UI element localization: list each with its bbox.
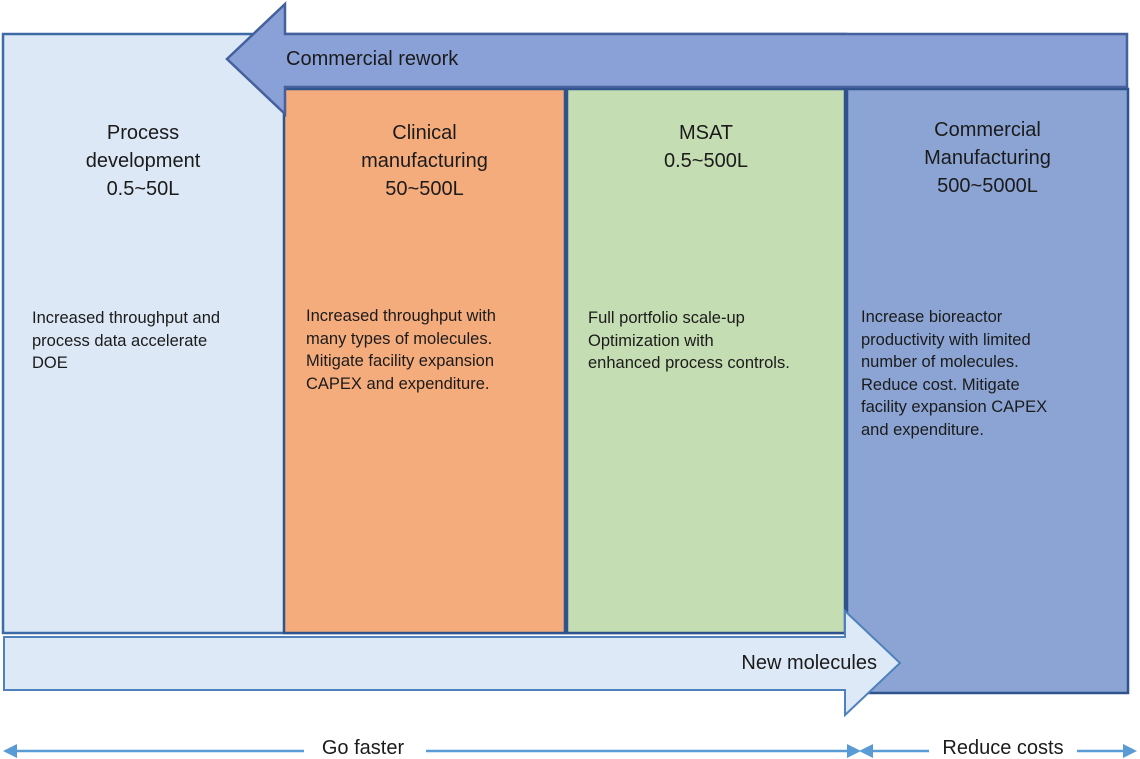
reduce-costs-left-arrowhead-icon: [859, 744, 873, 758]
commercial-rework-arrow: [225, 1, 1129, 117]
clinical-manufacturing-title: Clinical manufacturing 50~500L: [361, 122, 488, 200]
msat-box: [565, 87, 847, 635]
clinical-manufacturing-box: [282, 87, 567, 635]
clinical-manufacturing-description: Increased throughput with many types of …: [306, 307, 496, 393]
commercial-manufacturing-box: [845, 87, 1130, 695]
process-development-title: Process development 0.5~50L: [85, 122, 201, 200]
go-faster-right-arrowhead-icon: [847, 744, 861, 758]
commercial-manufacturing-description: Increase bioreactor productivity with li…: [861, 308, 1048, 439]
go-faster-left-arrowhead-icon: [3, 744, 17, 758]
new-molecules-label: New molecules: [741, 652, 877, 674]
msat-title: MSAT 0.5~500L: [664, 122, 748, 172]
go-faster-label: Go faster: [321, 737, 405, 759]
process-development-description: Increased throughput and process data ac…: [32, 309, 221, 372]
msat-description: Full portfolio scale-up Optimization wit…: [588, 309, 790, 372]
reduce-costs-right-arrowhead-icon: [1123, 744, 1137, 758]
commercial-rework-label: Commercial rework: [286, 48, 459, 70]
reduce-costs-label: Reduce costs: [942, 737, 1064, 759]
commercial-manufacturing-title: Commercial Manufacturing 500~5000L: [924, 119, 1051, 197]
new-molecules-arrow: [3, 608, 902, 718]
